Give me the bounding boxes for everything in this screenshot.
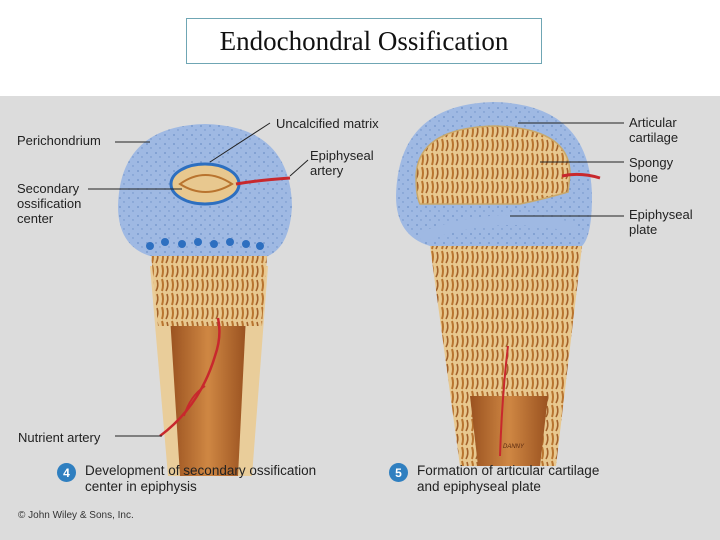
artist-signature: DANNY — [503, 444, 525, 450]
label-secondary-ossification-center: Secondary ossification center — [17, 181, 82, 226]
copyright-notice: © John Wiley & Sons, Inc. — [18, 510, 134, 521]
label-nutrient-artery: Nutrient artery — [18, 430, 101, 445]
marrow-cavity-right — [470, 396, 548, 466]
bone-step-4 — [88, 122, 309, 476]
label-epiphyseal-artery: Epiphyseal artery — [310, 148, 374, 178]
label-spongy-bone: Spongy bone — [629, 155, 674, 185]
step-5-line-1: Formation of articular cartilage — [417, 463, 600, 478]
spongy-bone-shape — [415, 125, 571, 205]
diagram-panel: Perichondrium Uncalcified matrix Epiphys… — [0, 96, 720, 540]
step-4-badge: 4 — [57, 463, 76, 482]
step-4-caption: 4 Development of secondary ossification … — [57, 463, 316, 495]
page-title: Endochondral Ossification — [186, 18, 542, 64]
label-articular-cartilage: Articular cartilage — [629, 115, 679, 145]
growth-zone — [150, 244, 268, 326]
bone-step-5 — [396, 102, 624, 466]
step-4-line-2: center in epiphysis — [85, 479, 197, 494]
label-uncalcified-matrix: Uncalcified matrix — [276, 116, 379, 131]
step-4-line-1: Development of secondary ossification — [85, 463, 317, 478]
step-5-caption: 5 Formation of articular cartilage and e… — [389, 463, 599, 495]
epiphyseal-artery-vessel — [235, 176, 291, 186]
step-5-badge: 5 — [389, 463, 408, 482]
epiphyseal-plate-shape — [418, 215, 578, 243]
label-epiphyseal-plate: Epiphyseal plate — [629, 207, 693, 237]
step-5-line-2: and epiphyseal plate — [417, 479, 541, 494]
bone-illustration — [88, 102, 624, 476]
marrow-cavity — [170, 316, 246, 476]
nutrient-artery-vessel — [159, 317, 221, 437]
label-perichondrium: Perichondrium — [17, 133, 101, 148]
